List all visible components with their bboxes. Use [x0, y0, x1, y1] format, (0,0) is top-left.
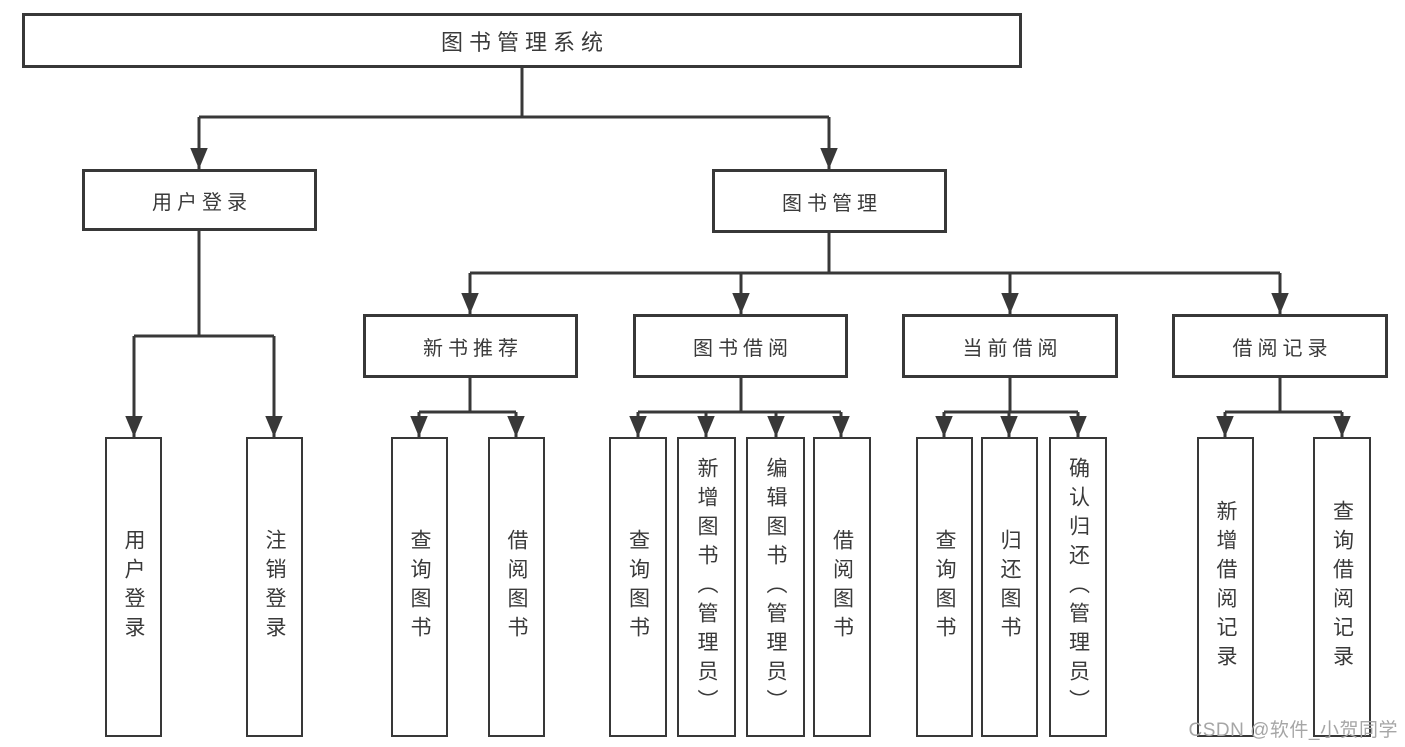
node-label: 注销登录: [263, 529, 286, 645]
node-label: 查询图书: [408, 529, 431, 645]
leaf-borrow-books-recommend: 借阅图书: [488, 437, 545, 737]
leaf-return-books: 归还图书: [981, 437, 1038, 737]
node-label: 新增图书（管理员）: [695, 456, 718, 718]
node-label: 用户登录: [122, 529, 145, 645]
node-label: 借阅图书: [830, 529, 854, 645]
leaf-add-books-admin: 新增图书（管理员）: [677, 437, 736, 737]
node-label: 查询图书: [626, 529, 650, 645]
leaf-edit-books-admin: 编辑图书（管理员）: [746, 437, 805, 737]
leaf-user-login: 用户登录: [105, 437, 162, 737]
node-book-management: 图书管理: [712, 169, 947, 233]
node-label: 编辑图书（管理员）: [764, 456, 787, 718]
node-label: 查询图书: [933, 529, 956, 645]
node-new-book-recommendation: 新书推荐: [363, 314, 578, 378]
node-library-management-system: 图书管理系统: [22, 13, 1022, 68]
node-label: 确认归还（管理员）: [1066, 456, 1090, 718]
node-label: 查询借阅记录: [1330, 500, 1354, 674]
node-book-borrowing: 图书借阅: [633, 314, 848, 378]
node-user-login: 用户登录: [82, 169, 317, 231]
node-label: 图书借阅: [693, 337, 793, 360]
leaf-query-books-borrow: 查询图书: [609, 437, 667, 737]
node-label: 新书推荐: [423, 337, 523, 360]
node-label: 图书管理系统: [440, 29, 609, 55]
leaf-add-borrow-record: 新增借阅记录: [1197, 437, 1254, 737]
leaf-query-borrow-record: 查询借阅记录: [1313, 437, 1371, 737]
leaf-query-books-recommend: 查询图书: [391, 437, 448, 737]
node-label: 借阅记录: [1232, 337, 1333, 360]
node-label: 图书管理: [782, 192, 882, 215]
node-current-borrowing: 当前借阅: [902, 314, 1118, 378]
node-label: 新增借阅记录: [1214, 500, 1237, 674]
node-label: 借阅图书: [505, 529, 528, 645]
leaf-query-books-current: 查询图书: [916, 437, 973, 737]
node-borrowing-records: 借阅记录: [1172, 314, 1388, 378]
node-label: 当前借阅: [962, 337, 1063, 360]
leaf-logout: 注销登录: [246, 437, 303, 737]
leaf-borrow-books: 借阅图书: [813, 437, 871, 737]
node-label: 用户登录: [152, 191, 252, 214]
node-label: 归还图书: [998, 529, 1021, 645]
watermark: CSDN @软件_小贺同学: [1188, 720, 1398, 741]
leaf-confirm-return-admin: 确认归还（管理员）: [1049, 437, 1107, 737]
